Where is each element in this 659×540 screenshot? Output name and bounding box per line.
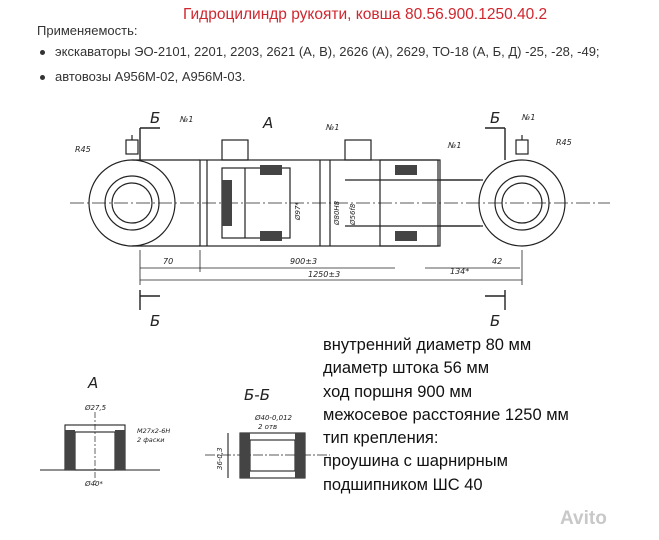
- port-label: №1: [521, 113, 535, 122]
- spec-line: внутренний диаметр 80 мм: [323, 336, 532, 354]
- port-label: №1: [447, 141, 461, 150]
- section-mark-b: Б: [150, 109, 160, 127]
- section-mark-b: Б: [150, 312, 160, 330]
- detail-a-title: А: [87, 374, 98, 392]
- view-mark-a: А: [262, 114, 273, 132]
- watermark: Avito: [560, 508, 607, 529]
- dim-134: 134*: [450, 267, 469, 276]
- spec-line: ход поршня 900 мм: [323, 382, 473, 401]
- applicability-item: автовозы А956М-02, А956М-03.: [37, 67, 600, 92]
- dim-1250: 1250±3: [308, 270, 340, 279]
- spec-line: межосевое расстояние 1250 мм: [323, 405, 569, 424]
- port-label: №1: [179, 115, 193, 124]
- spec-line: тип крепления:: [323, 429, 439, 448]
- spec-line: диаметр штока 56 мм: [323, 359, 490, 378]
- detail-a-note: 2 фаски: [137, 436, 164, 444]
- dim-70: 70: [163, 257, 173, 266]
- radius-label: R45: [556, 138, 572, 147]
- section-bb-note: 2 отв: [258, 423, 277, 431]
- section-mark-b: Б: [490, 312, 500, 330]
- section-bb-title: Б-Б: [244, 386, 270, 404]
- detail-a-dia: Ø27,5: [84, 404, 107, 412]
- detail-a-dia40: Ø40*: [84, 480, 103, 488]
- section-bb-dia: Ø40-0,012: [254, 414, 293, 422]
- spec-line: подшипником ШС 40: [323, 475, 483, 494]
- radius-label: R45: [75, 145, 91, 154]
- dim-900: 900±3: [290, 257, 317, 266]
- spec-list: внутренний диаметр 80 мм диаметр штока 5…: [323, 334, 569, 497]
- port-label: №1: [325, 123, 339, 132]
- spec-line: проушина с шарнирным: [323, 452, 508, 471]
- dim-42: 42: [492, 257, 502, 266]
- applicability-list: экскаваторы ЭО-2101, 2201, 2203, 2621 (А…: [37, 42, 600, 92]
- dia-97: Ø97*: [294, 202, 302, 221]
- applicability-label: Применяемость:: [37, 23, 138, 38]
- product-title: Гидроцилиндр рукояти, ковша 80.56.900.12…: [183, 6, 548, 23]
- section-mark-b: Б: [490, 109, 500, 127]
- dia-56: Ø56f8: [349, 203, 357, 226]
- dia-80: Ø80Н8: [333, 200, 341, 226]
- section-bb-h: 36-0,3: [216, 447, 224, 470]
- applicability-item: экскаваторы ЭО-2101, 2201, 2203, 2621 (А…: [37, 42, 600, 67]
- detail-a-thread: М27х2-6Н: [137, 427, 170, 435]
